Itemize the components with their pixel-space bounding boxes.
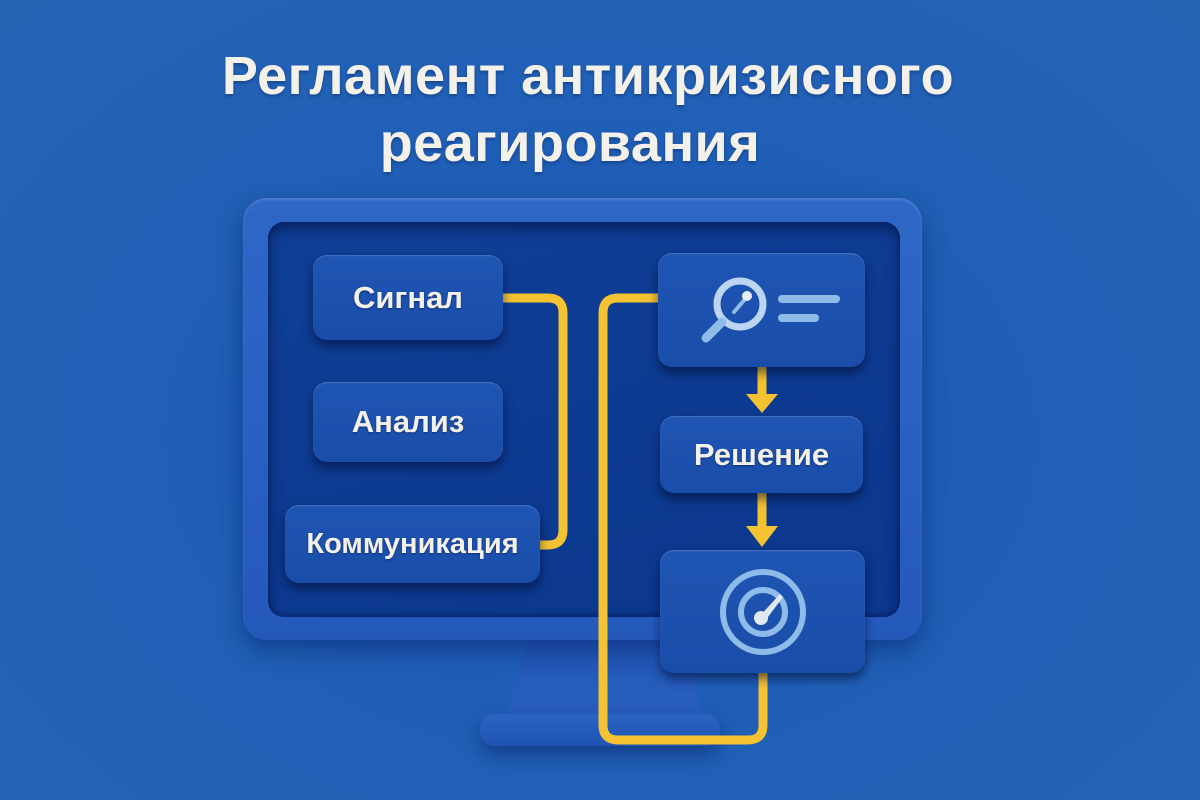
step-analysis: Анализ <box>313 382 503 462</box>
connector-signal-to-communication <box>498 293 568 550</box>
step-analysis-label: Анализ <box>351 404 465 439</box>
arrow-down-icon <box>746 526 778 547</box>
step-communication-label: Коммуникация <box>306 527 519 560</box>
gauge-target-icon <box>719 568 806 655</box>
step-signal: Сигнал <box>313 255 503 340</box>
step-communication: Коммуникация <box>285 505 540 583</box>
step-search-analysis <box>658 253 865 367</box>
connector-loop <box>598 293 768 745</box>
page-title-line-1: Регламент антикризисного <box>221 46 955 106</box>
step-monitoring <box>660 550 865 673</box>
step-decision-label: Решение <box>693 436 830 472</box>
step-decision: Решение <box>660 416 863 493</box>
search-analysis-icon <box>701 277 840 343</box>
arrow-down-icon <box>746 394 778 413</box>
step-signal-label: Сигнал <box>352 279 463 315</box>
page-title-line-2: реагирования <box>379 113 761 173</box>
